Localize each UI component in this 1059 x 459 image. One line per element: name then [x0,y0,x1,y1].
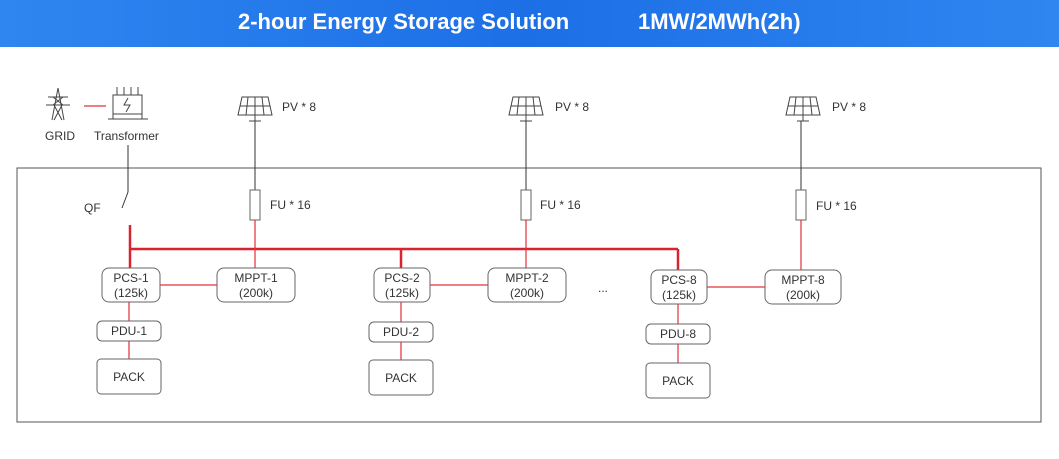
page-title: 2-hour Energy Storage Solution [238,9,570,34]
mppt-rating: (200k) [510,286,544,300]
pack-label: PACK [113,370,145,384]
transformer-icon [108,87,148,120]
pack-label: PACK [385,371,417,385]
solar-panel-icon [785,96,821,122]
mppt-label: MPPT-2 [505,271,549,285]
ellipsis: ... [598,281,608,295]
pcs-label: PCS-2 [384,271,420,285]
pcs-rating: (125k) [385,286,419,300]
pv-label: PV * 8 [832,100,866,114]
pcs-label: PCS-8 [661,273,697,287]
pack-box [96,358,162,395]
fuse-label: FU * 16 [270,198,311,212]
pdu-label: PDU-1 [111,324,147,338]
mppt-label: MPPT-1 [234,271,278,285]
mppt-rating: (200k) [786,288,820,302]
fuse [249,189,261,221]
pack-box [368,359,434,396]
breaker-switch [121,191,129,209]
header-banner: 2-hour Energy Storage Solution 1MW/2MWh(… [0,0,1059,47]
transformer-label: Transformer [94,129,159,143]
solar-panel-icon [237,96,273,122]
system-enclosure [16,167,1042,423]
breaker-label: QF [84,201,101,215]
fuse [520,189,532,221]
pv-label: PV * 8 [555,100,589,114]
fuse-label: FU * 16 [816,199,857,213]
pcs-rating: (125k) [114,286,148,300]
pv-label: PV * 8 [282,100,316,114]
page-subtitle: 1MW/2MWh(2h) [638,9,801,34]
pcs-rating: (125k) [662,288,696,302]
solar-panel-icon [508,96,544,122]
pdu-label: PDU-2 [383,325,419,339]
mppt-label: MPPT-8 [781,273,825,287]
pdu-label: PDU-8 [660,327,696,341]
fuse-label: FU * 16 [540,198,581,212]
pack-box [645,362,711,399]
pack-label: PACK [662,374,694,388]
pcs-label: PCS-1 [113,271,149,285]
power-tower-icon [46,87,70,121]
mppt-rating: (200k) [239,286,273,300]
fuse [795,189,807,221]
grid-label: GRID [45,129,75,143]
